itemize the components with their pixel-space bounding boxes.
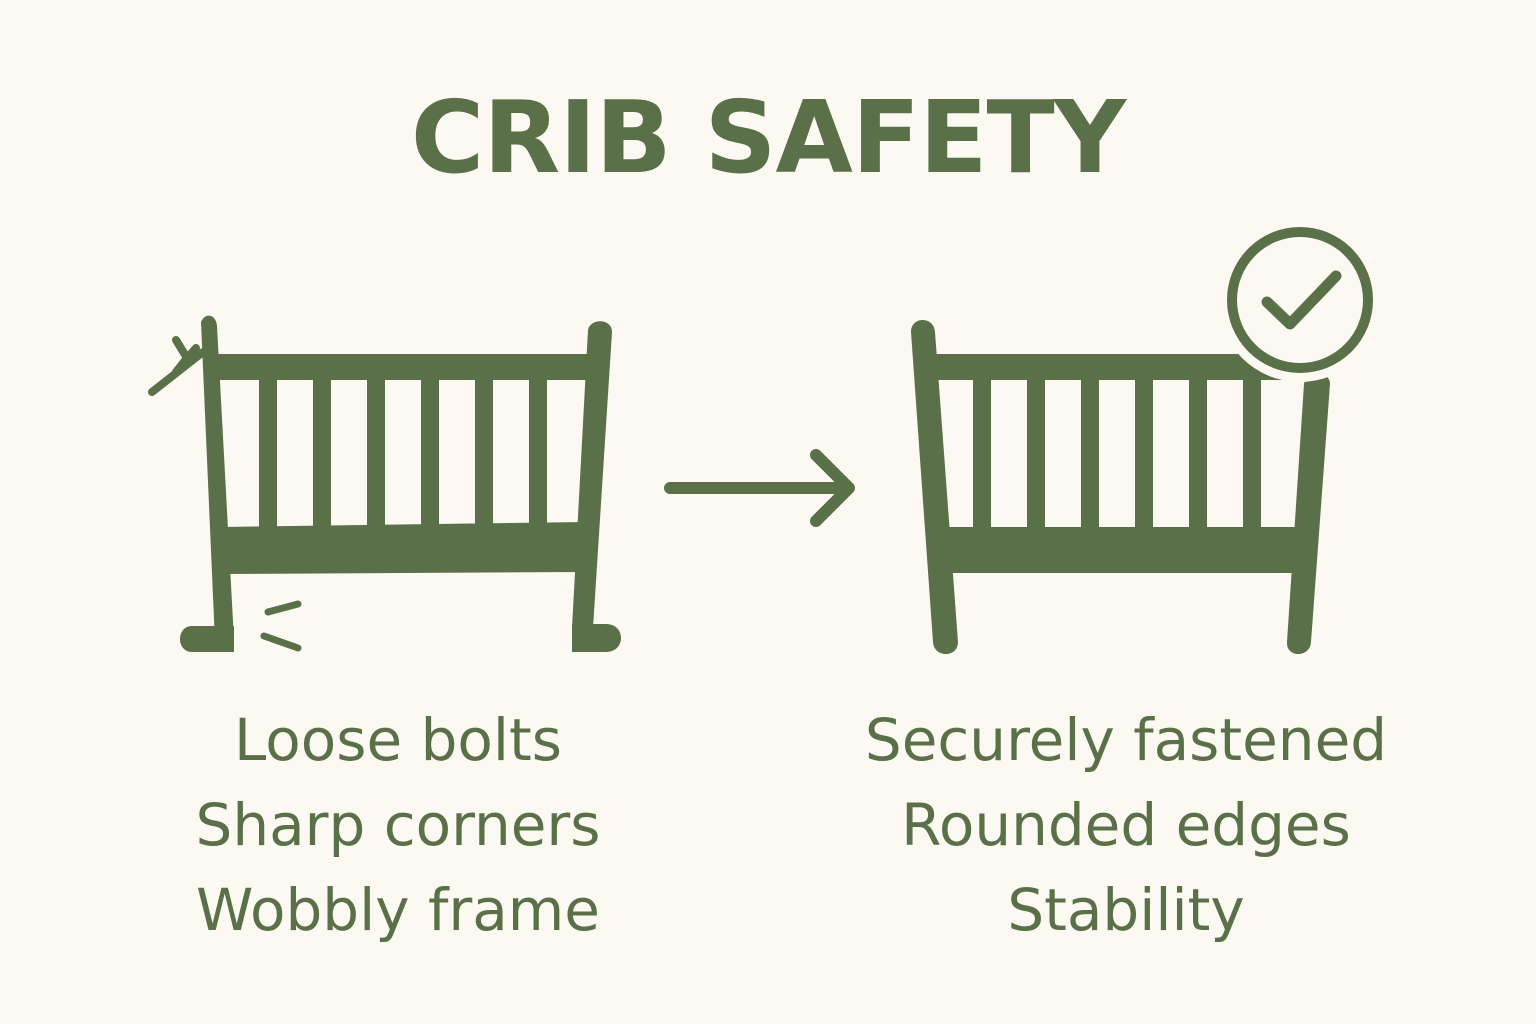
wobble-lines-icon — [260, 600, 302, 652]
feature-securely-fastened: Securely fastened — [864, 706, 1388, 774]
unsafe-issues-list: Loose bolts Sharp corners Wobbly frame — [48, 698, 748, 953]
sturdy-crib-icon — [911, 320, 1330, 654]
check-circle-icon — [1218, 218, 1382, 382]
page-title: CRIB SAFETY — [410, 79, 1126, 196]
issue-sharp-corners: Sharp corners — [195, 791, 601, 859]
issue-wobbly-frame: Wobbly frame — [196, 876, 600, 944]
loose-bolt-icon — [148, 336, 207, 396]
right-arrow-icon — [664, 449, 855, 527]
wobbly-crib-icon — [180, 315, 621, 652]
feature-rounded-edges: Rounded edges — [901, 791, 1351, 859]
feature-stability: Stability — [1007, 876, 1245, 944]
issue-loose-bolts: Loose bolts — [234, 706, 562, 774]
safe-features-list: Securely fastened Rounded edges Stabilit… — [776, 698, 1476, 953]
